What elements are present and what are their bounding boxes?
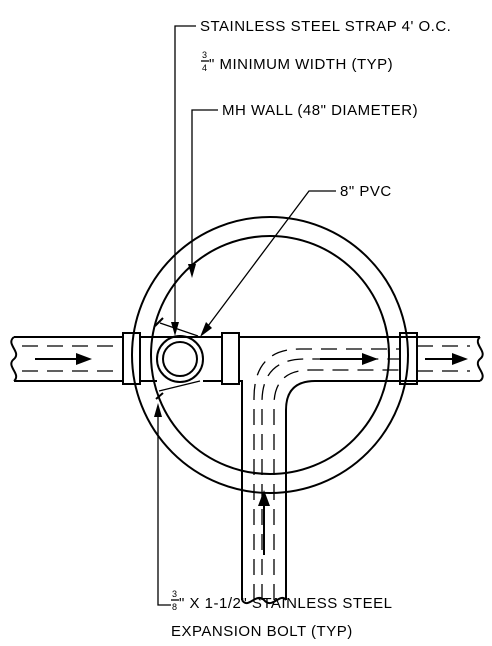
expansion-bolt-mark-bottom [155,392,164,400]
stainless-strap [159,322,199,337]
svg-text:4: 4 [202,63,207,73]
label-bolt-line2: EXPANSION BOLT (TYP) [171,623,353,640]
flow-arrow-out [452,353,468,365]
svg-text:" X 1-1/2" STAINLESS STEEL: " X 1-1/2" STAINLESS STEEL [179,595,392,612]
inlet-pipe [10,336,123,382]
outlet-pipe [320,336,484,382]
svg-text:" MINIMUM WIDTH (TYP): " MINIMUM WIDTH (TYP) [209,56,393,73]
flow-arrow-mid [362,353,378,365]
pipe-coupling-right [221,332,240,385]
svg-text:8: 8 [172,602,177,612]
svg-text:3: 3 [172,589,177,599]
flow-arrow-up [258,490,270,506]
label-strap-line2: 3 4 " MINIMUM WIDTH (TYP) [201,50,393,73]
label-mh-wall: MH WALL (48" DIAMETER) [222,102,418,119]
expansion-bolt-mark-top [154,317,164,327]
pvc-pipe-outer [156,335,204,383]
svg-text:3: 3 [202,50,207,60]
pipe-coupling-outlet [399,332,418,385]
manhole-wall-inner [150,235,390,475]
leader-mh-wall [191,109,218,274]
label-pvc: 8" PVC [340,183,392,200]
flow-arrow-in [76,353,92,365]
manhole-wall-outer [131,216,409,494]
label-bolt-line1: 3 8 " X 1-1/2" STAINLESS STEEL [171,589,392,612]
pipe-coupling-left [122,332,141,385]
leader-strap [174,25,196,332]
leader-bolt [157,409,171,606]
leader-pvc [204,190,336,331]
pvc-pipe-inner [162,341,198,377]
riser-pipe [241,490,287,605]
label-strap-line1: STAINLESS STEEL STRAP 4' O.C. [200,18,451,35]
